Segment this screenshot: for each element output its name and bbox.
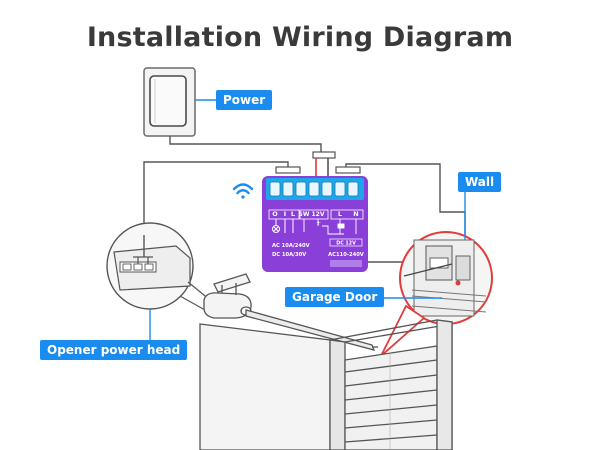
page-title: Installation Wiring Diagram [86,22,514,53]
spec-line-dc: DC 10A/30V [272,252,306,258]
terminal-n-label: N [353,210,358,218]
garage-door-illustration [199,319,453,450]
opener-power-head-callout: Opener power head [40,340,188,360]
terminal-12v-label: 12V [312,211,325,218]
garage-opener-unit [203,273,378,351]
smart-switch-module: O I L SW 12V L N + [262,176,368,272]
power-spec-ac: AC110-240V [328,252,364,258]
wall-magnifier [380,192,493,357]
opener-head-magnifier [106,222,211,340]
garage-door-callout: Garage Door [285,287,385,307]
power-spec-dc: DC 12V [336,241,356,247]
lamp-symbol [272,219,294,233]
spec-line-ac: AC 10A/240V [272,243,310,249]
wifi-icon [232,183,254,199]
terminal-sw-label: SW [299,211,310,218]
terminal-o-label: O [272,210,278,218]
wall-switch-illustration [143,67,216,137]
wall-callout: Wall [458,172,502,192]
terminal-i-label: I [284,210,286,218]
power-callout: Power [216,90,273,110]
terminal-l-label: L [291,210,295,218]
terminal-l2-label: L [338,210,342,218]
svg-text:+: + [316,220,321,227]
